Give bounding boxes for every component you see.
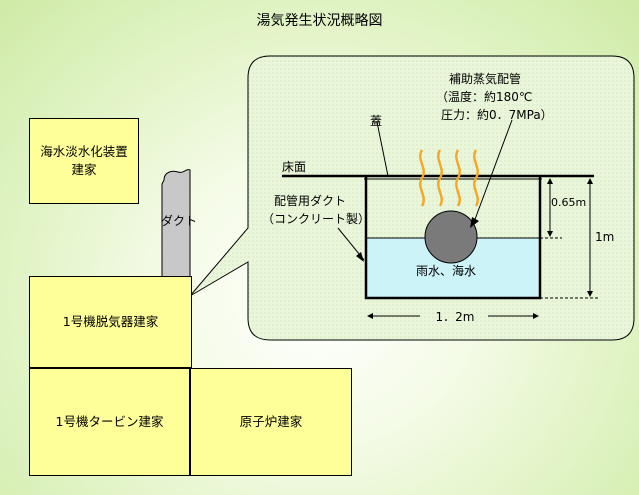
dim-depth-label: 0.65m bbox=[551, 196, 587, 209]
steam-pipe-title: 補助蒸気配管 bbox=[449, 72, 522, 86]
steam-wisps bbox=[419, 149, 479, 207]
steam-pipe bbox=[424, 210, 478, 264]
dim-width-arrow bbox=[367, 313, 539, 319]
desalination-label-line1: 海水淡水化装置 bbox=[40, 144, 128, 159]
turbine-building: 1号機タービン建家 bbox=[29, 368, 190, 476]
reactor-label: 原子炉建家 bbox=[239, 414, 303, 429]
duct-detail-label-line2: （コンクリート製） bbox=[262, 212, 371, 226]
duct-label: ダクト bbox=[161, 214, 198, 228]
steam-pressure: 圧力：約0．7MPa） bbox=[441, 108, 553, 122]
duct-arrow-head bbox=[356, 252, 364, 262]
deaerator-label: 1号機脱気器建家 bbox=[62, 314, 159, 329]
floor-label: 床面 bbox=[282, 160, 307, 174]
duct-detail-label-line1: 配管用ダクト bbox=[274, 194, 347, 208]
trench-walls bbox=[364, 176, 542, 300]
page-title: 湯気発生状況概略図 bbox=[256, 13, 383, 29]
desalination-building: 海水淡水化装置 建家 bbox=[29, 118, 139, 204]
reactor-building: 原子炉建家 bbox=[190, 368, 352, 476]
dim-width-label: 1．2m bbox=[435, 310, 475, 324]
steam-temperature: （温度：約180℃ bbox=[436, 90, 533, 104]
water-label: 雨水、海水 bbox=[416, 264, 477, 278]
dim-depth-arrow bbox=[540, 178, 562, 239]
pipe-arrow-head bbox=[470, 217, 479, 228]
turbine-label: 1号機タービン建家 bbox=[55, 414, 164, 429]
dim-height-arrow bbox=[540, 178, 598, 299]
lid-label: 蓋 bbox=[370, 114, 383, 128]
deaerator-building: 1号機脱気器建家 bbox=[29, 276, 192, 368]
dim-height-label: 1m bbox=[595, 230, 615, 244]
desalination-label-line2: 建家 bbox=[71, 162, 97, 177]
